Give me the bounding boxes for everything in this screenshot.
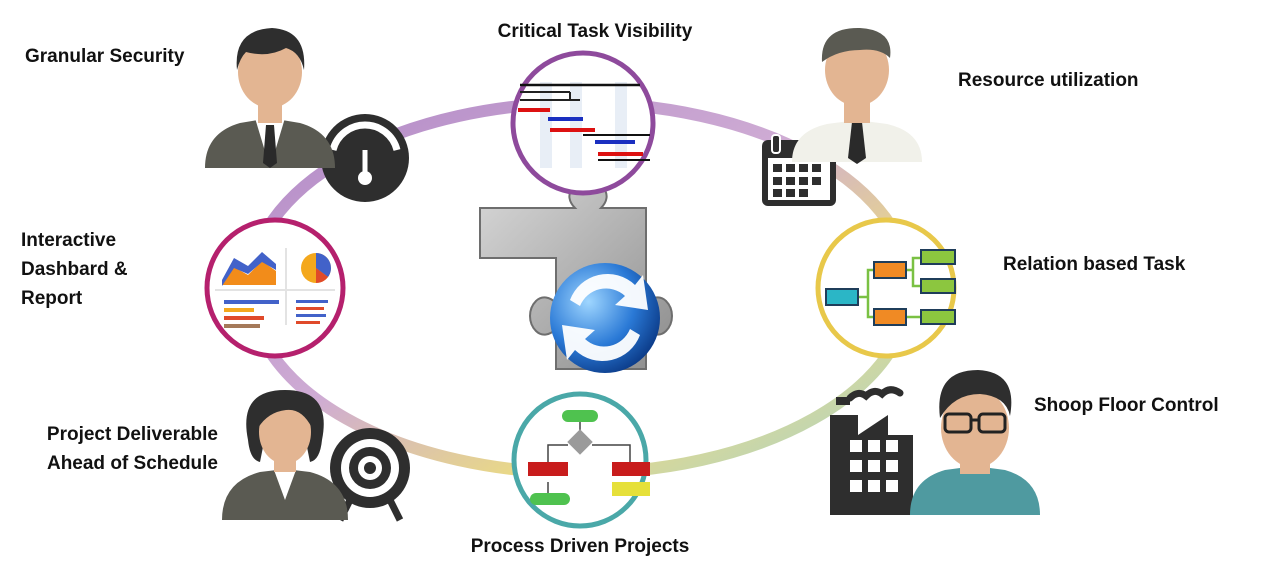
process-driven-label: Process Driven Projects bbox=[470, 536, 690, 557]
dashboard-icon bbox=[204, 217, 346, 359]
engineer-avatar bbox=[910, 370, 1040, 515]
gantt-chart-icon bbox=[510, 50, 656, 196]
relation-based-task-label: Relation based Task bbox=[1003, 254, 1186, 275]
shop-floor-control-label: Shoop Floor Control bbox=[1034, 395, 1219, 416]
resource-utilization-label: Resource utilization bbox=[958, 70, 1139, 91]
office-worker-avatar bbox=[792, 27, 922, 164]
gauge-icon bbox=[321, 114, 409, 202]
granular-security-label: Granular Security bbox=[25, 46, 185, 67]
interactive-dashboard-label: Interactive Dashbard & Report bbox=[21, 230, 128, 309]
factory-icon bbox=[830, 386, 913, 515]
businessman-avatar bbox=[205, 28, 335, 168]
relation-tree-icon bbox=[815, 217, 957, 359]
flowchart-icon bbox=[511, 391, 650, 529]
businesswoman-avatar bbox=[222, 390, 348, 520]
project-deliverable-label: Project Deliverable Ahead of Schedule bbox=[46, 424, 218, 474]
puzzle-refresh-icon bbox=[479, 181, 673, 373]
critical-task-label: Critical Task Visibility bbox=[497, 21, 693, 42]
